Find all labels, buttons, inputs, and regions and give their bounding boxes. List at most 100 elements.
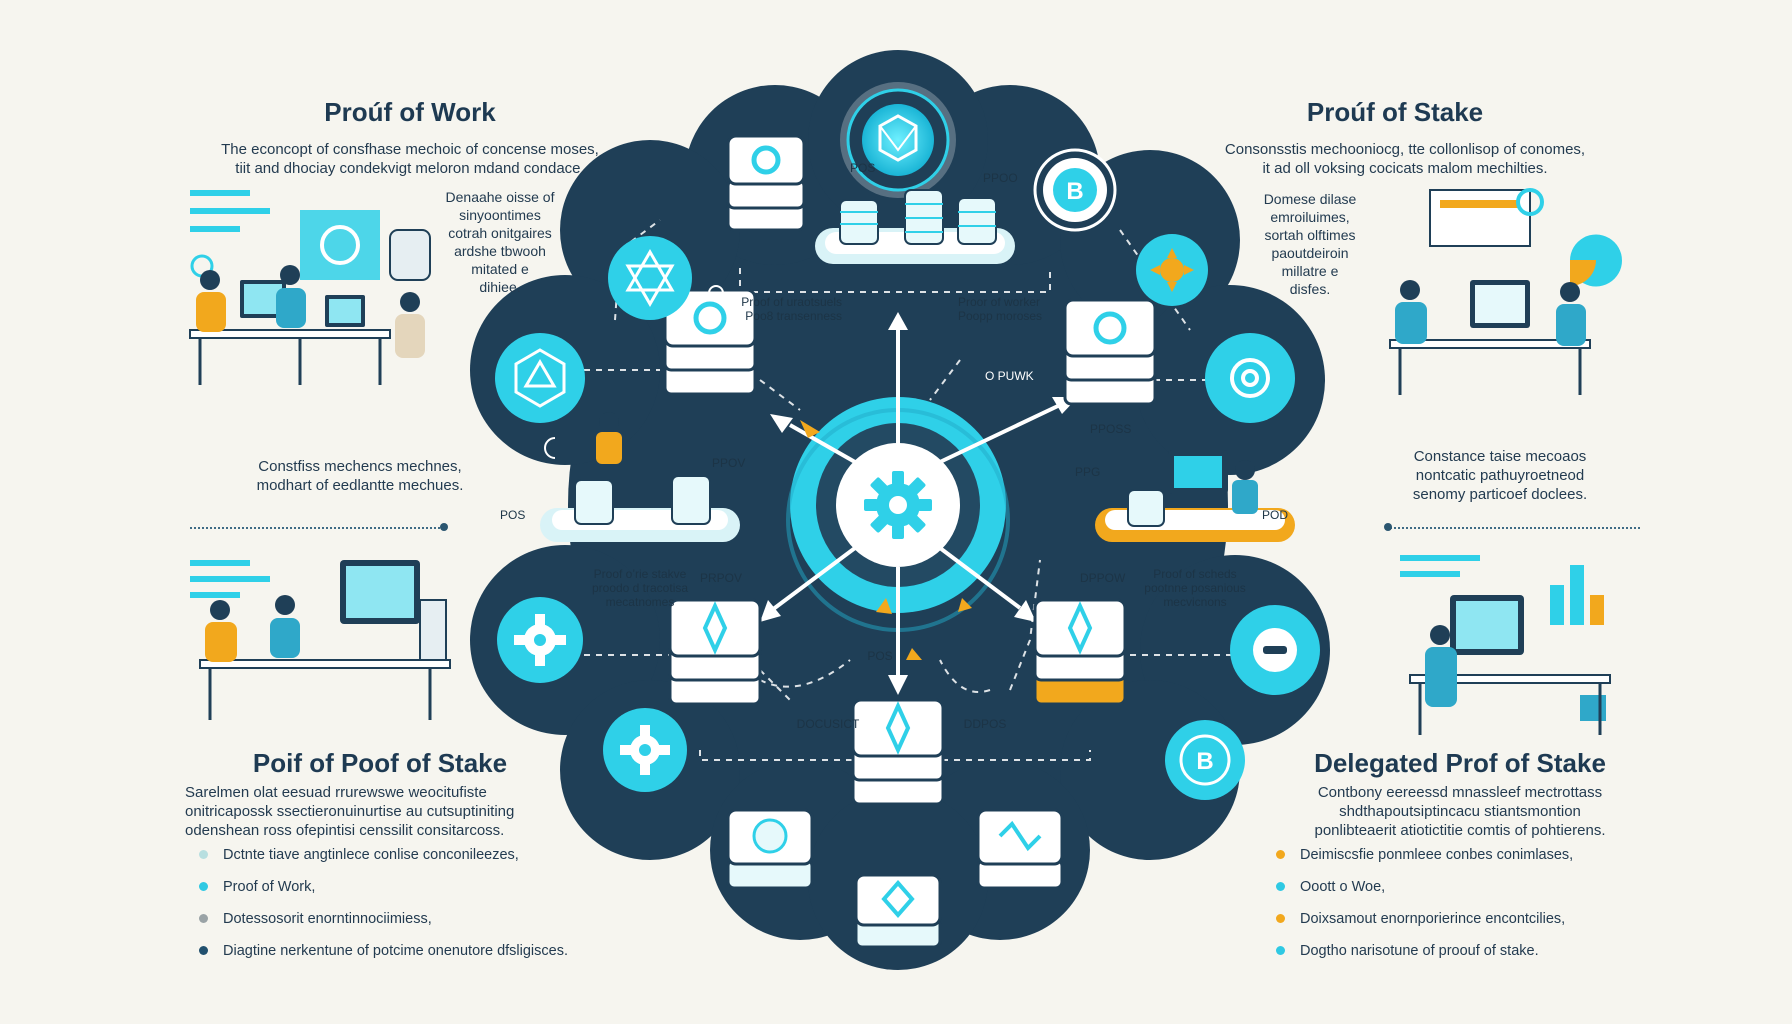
bitcoin-icon-bottom: B xyxy=(1179,734,1231,786)
list-item: Dctnte tiave angtinlece conlise conconil… xyxy=(195,845,568,877)
bottom-line: modhart of eedlantte mechues. xyxy=(256,477,464,494)
side-line: Domese dilase xyxy=(1263,191,1357,207)
desc-line: it ad oll voksing cocicats malom mechilt… xyxy=(1262,160,1548,177)
label-proof-d-2: pootnne posanious xyxy=(1144,581,1245,595)
label-pos-bottom: POS xyxy=(867,649,892,663)
desc-line: onitricapossk ssectieronuinurtise au cut… xyxy=(185,803,515,820)
list-item-text: Dctnte tiave angtinlece conlise conconil… xyxy=(223,847,519,863)
label-proof-c-3: mecatnomes xyxy=(606,595,675,609)
server-stack-top-left xyxy=(726,134,806,232)
server-stack-right-upper xyxy=(1063,298,1157,406)
bottom-line: Constfiss mechencs mechnes, xyxy=(258,458,462,475)
label-ppov: PPOV xyxy=(712,456,745,470)
svg-text:B: B xyxy=(1196,748,1213,775)
label-docusict: DOCUSICT xyxy=(797,717,860,731)
svg-text:B: B xyxy=(1066,178,1083,205)
bullet-dot xyxy=(1276,882,1285,891)
divider-right-dot xyxy=(1384,523,1392,531)
side-line: Denaahe oisse of xyxy=(445,189,555,205)
list-item: Proof of Work, xyxy=(195,877,568,909)
hub-arrows xyxy=(760,312,1078,695)
star-of-david-icon xyxy=(625,249,675,307)
divider-right xyxy=(1390,527,1640,529)
side-line: disfes. xyxy=(1289,281,1331,297)
server-stack-bottom-center xyxy=(851,698,945,806)
desc-line: shdthapoutsiptincacu stiantsmontion xyxy=(1339,803,1581,820)
panel-title-proof-of-stake: Proúf of Stake xyxy=(1306,97,1484,127)
label-proof-a-1: Proof of uraotsuels xyxy=(741,295,842,309)
label-proof-d-1: Proof of scheds xyxy=(1153,567,1236,581)
label-pos-top: POS xyxy=(850,161,875,175)
bullet-dot xyxy=(1276,914,1285,923)
desc-line: Sarelmen olat eesuad rrurewswe weocitufi… xyxy=(185,784,487,801)
list-item: Ooott o Woe, xyxy=(1272,877,1573,909)
list-item: Deimiscsfie ponmleee conbes conimlases, xyxy=(1272,845,1573,877)
label-o-powk: O PUWK xyxy=(985,369,1034,383)
bullet-dot xyxy=(1276,946,1285,955)
diagram-labels: POS PPOO Proof of uraotsuels Poo8 transe… xyxy=(500,161,1288,731)
side-line: sinyoontimes xyxy=(459,207,541,223)
orange-arrow-accents xyxy=(800,420,972,660)
panel-desc-proof-of-stake: Consonsstis mechooniocg, tte collonlisop… xyxy=(1160,140,1650,178)
top-coin-platform xyxy=(815,189,1015,264)
side-line: sortah olftimes xyxy=(1264,227,1356,243)
bullet-dot xyxy=(199,882,208,891)
bottom-line: senomy particoef doclees. xyxy=(1412,486,1588,503)
list-item-text: Doixsamout enornporierince encontcilies, xyxy=(1300,911,1566,927)
list-item: Dogtho narisotune of proouf of stake. xyxy=(1272,941,1573,973)
server-stack-bottom xyxy=(854,873,942,949)
label-proof-b-2: Poopp moroses xyxy=(958,309,1042,323)
gear-icon-bottom-left xyxy=(620,725,670,775)
bottom-line: Constance taise mecoaos xyxy=(1413,448,1587,465)
bullet-dot xyxy=(199,946,208,955)
illustration-workers-top-left xyxy=(189,190,431,385)
label-pod-right: POD xyxy=(1262,508,1288,522)
top-crypto-node xyxy=(840,82,956,198)
central-gear-icon xyxy=(864,471,932,539)
bottom-line: nontcatic pathuyroetneod xyxy=(1415,467,1585,484)
panel-title-poof-of-stake: Poif of Poof of Stake xyxy=(252,748,508,778)
minus-circle-icon xyxy=(1253,628,1297,672)
divider-left-dot xyxy=(440,523,448,531)
desc-line: ponlibteaerit atiotictitie comtis of poh… xyxy=(1314,822,1606,839)
side-line: mitated e xyxy=(471,261,529,277)
label-ppoo-top: PPOO xyxy=(983,171,1018,185)
panel-title-delegated-proof-of-stake: Delegated Prof of Stake xyxy=(1314,748,1606,778)
label-pos-left: POS xyxy=(500,508,525,522)
bullet-list-left: Dctnte tiave angtinlece conlise conconil… xyxy=(195,845,568,973)
hexagon-icon xyxy=(514,348,566,408)
right-mining-platform xyxy=(1095,450,1295,542)
gear-icon-left xyxy=(514,614,566,666)
label-proof-b-1: Proor of worker xyxy=(958,295,1040,309)
illustration-workers-bottom-left xyxy=(190,560,451,720)
desc-line: Contbony eereessd mnassleef mectrottass xyxy=(1317,784,1603,801)
panel-bottom-note-top-right: Constance taise mecoaos nontcatic pathuy… xyxy=(1370,447,1630,504)
desc-line: Consonsstis mechooniocg, tte collonlisop… xyxy=(1224,141,1586,158)
list-item: Doixsamout enornporierince encontcilies, xyxy=(1272,909,1573,941)
list-item-text: Dotessosorit enorntinnociimiess, xyxy=(223,911,432,927)
label-pposs: PPOSS xyxy=(1090,422,1131,436)
list-item-text: Dogtho narisotune of proouf of stake. xyxy=(1300,943,1539,959)
label-proof-d-3: mecvicnons xyxy=(1163,595,1226,609)
label-ddpos: DDPOS xyxy=(964,717,1007,731)
small-ring-markers xyxy=(544,285,724,459)
list-item-text: Ooott o Woe, xyxy=(1300,879,1386,895)
side-line: ardshe tbwooh xyxy=(454,243,546,259)
list-item-text: Deimiscsfie ponmleee conbes conimlases, xyxy=(1300,847,1574,863)
label-proof-a-2: Poo8 transenness xyxy=(745,309,842,323)
label-dppow: DPPOW xyxy=(1080,571,1126,585)
panel-desc-poof-of-stake: Sarelmen olat eesuad rrurewswe weocitufi… xyxy=(185,783,575,840)
side-line: emroiluimes, xyxy=(1270,209,1350,225)
bullet-dot xyxy=(1276,850,1285,859)
desc-line: The econcopt of consfhase mechoic of con… xyxy=(221,141,599,158)
list-item-text: Proof of Work, xyxy=(223,879,316,895)
list-item-text: Diagtine nerkentune of potcime onenutore… xyxy=(223,943,568,959)
sun-gear-icon xyxy=(1150,248,1194,292)
bullet-dot xyxy=(199,850,208,859)
illustration-worker-bottom-right xyxy=(1400,555,1611,735)
panel-side-note-top-right: Domese dilase emroiluimes, sortah olftim… xyxy=(1245,190,1375,298)
label-ppg: PPG xyxy=(1075,465,1100,479)
label-proof-c-1: Proof o’rie stakve xyxy=(594,567,687,581)
bullet-dot xyxy=(199,914,208,923)
